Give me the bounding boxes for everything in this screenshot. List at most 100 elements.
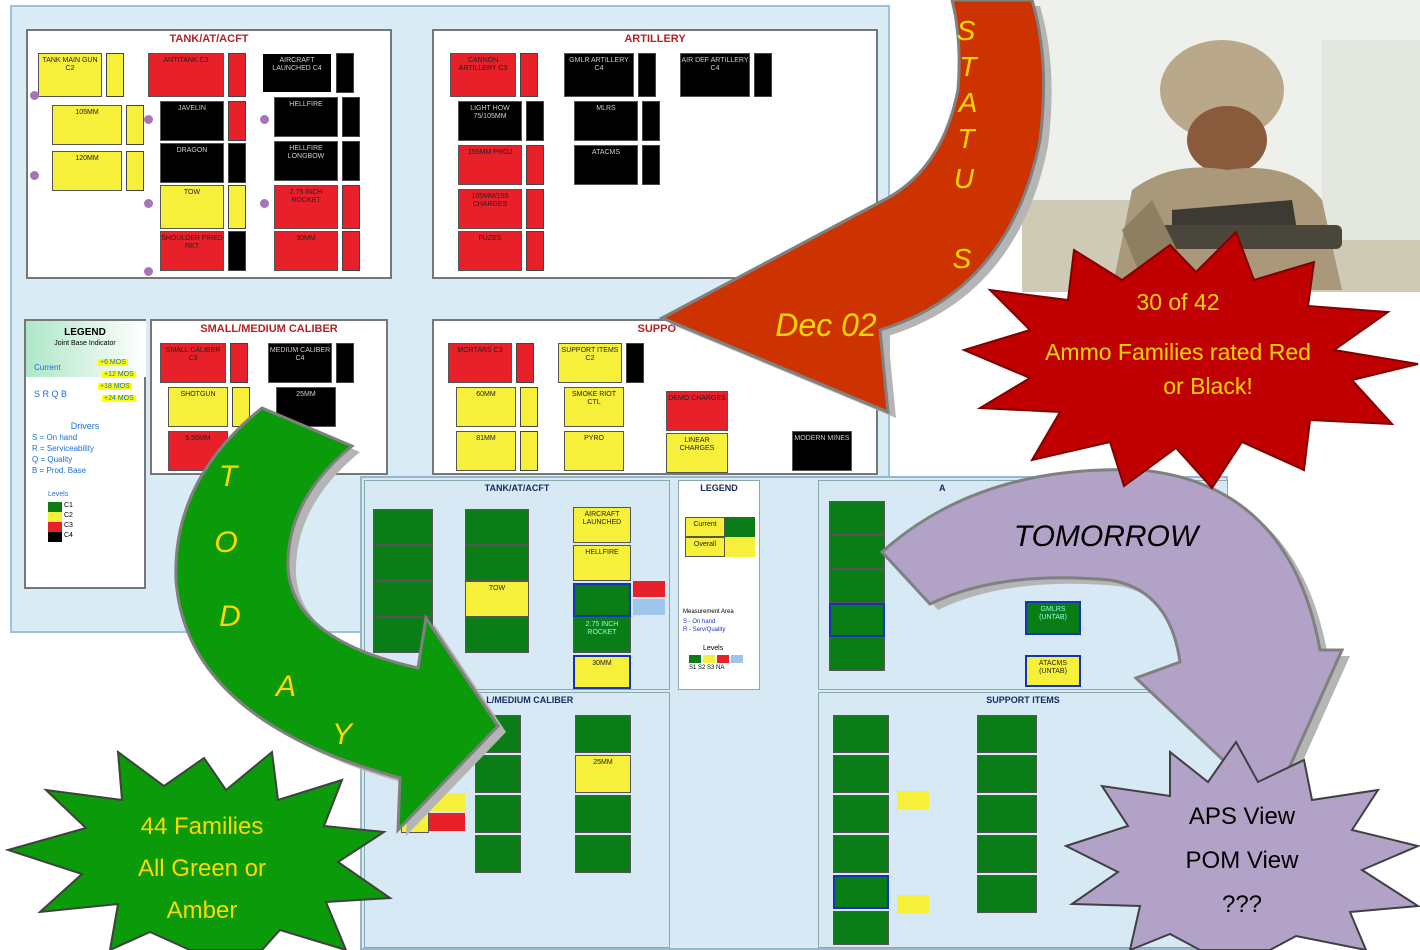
cell-charges: 105MM/155 CHARGES: [458, 189, 522, 229]
connector-dot: [30, 91, 39, 100]
red-burst-line-3: or Black!: [1163, 373, 1252, 399]
mini-indicator: [626, 343, 644, 383]
green-cell: [829, 603, 885, 637]
green-burst-line-1: 44 Families: [141, 813, 264, 840]
green-cell: [829, 501, 885, 535]
today-letter: O: [214, 526, 237, 559]
mini-indicator: [336, 343, 354, 383]
new-legend: LEGEND Current Overall Measurement Area …: [678, 480, 760, 690]
green-cell: [977, 715, 1037, 753]
cell-new-gmlrs: GMLRS (UNTAB): [1025, 601, 1081, 635]
green-cell: [575, 835, 631, 873]
mini-indicator: [126, 151, 144, 191]
mini-indicator: [336, 53, 354, 93]
legend-srqb: S R Q B: [34, 389, 68, 399]
cell-light-how: LIGHT HOW 75/105MM: [458, 101, 522, 141]
today-letter: A: [274, 670, 296, 703]
green-cell: [833, 715, 889, 753]
new-tank-title: TANK/AT/ACFT: [484, 483, 550, 493]
mini-indicator: [106, 53, 124, 97]
legend-s-on-hand: S - On hand: [683, 619, 716, 625]
legend-24mos: +24 MOS: [102, 395, 136, 402]
green-cell: [465, 617, 529, 653]
cell-tow: TOW: [160, 185, 224, 229]
old-small-title: SMALL/MEDIUM CALIBER: [200, 323, 338, 335]
mini-indicator: [228, 143, 246, 183]
mini-indicator: [526, 145, 544, 185]
cell-cannon-artillery: CANNON ARTILLERY C3: [450, 53, 516, 97]
green-cell: [977, 755, 1037, 793]
purple-burst-line-1: APS View: [1189, 803, 1296, 830]
cell-155mm: 155MM PROJ: [458, 145, 522, 185]
green-cell: [575, 795, 631, 833]
cell-mortars: MORTARS C3: [448, 343, 512, 383]
level-swatch: [703, 655, 715, 663]
mini-indicator: [526, 189, 544, 229]
old-tank-title: TANK/AT/ACFT: [169, 33, 249, 45]
cell-small-caliber: SMALL CALIBER C3: [160, 343, 226, 383]
red-burst-line-2: Ammo Families rated Red: [1045, 339, 1311, 365]
connector-dot: [30, 171, 39, 180]
legend-current: Current: [34, 363, 61, 372]
red-burst: [961, 230, 1419, 490]
mini-indicator-pair: [633, 581, 665, 615]
status-date: Dec 02: [775, 307, 877, 343]
legend-drivers: Drivers: [70, 421, 100, 431]
green-cell: [833, 835, 889, 873]
legend-indicator: [725, 517, 755, 537]
legend-r: R = Serviceability: [32, 444, 95, 453]
mini-indicator: [526, 231, 544, 271]
level-c2: C2: [64, 512, 73, 519]
old-tank-quadrant: TANK/AT/ACFT TANK MAIN GUN C2 105MM 120M…: [26, 29, 392, 279]
status-letter: T: [957, 123, 976, 154]
old-support-title: SUPPO: [637, 323, 676, 335]
green-cell: [475, 835, 521, 873]
today-letter: D: [219, 600, 241, 633]
cell-pyro: PYRO: [564, 431, 624, 471]
green-cell: [475, 755, 521, 793]
cell-rocket: 2.75 INCH ROCKET: [274, 185, 338, 229]
cell-support-items: SUPPORT ITEMS C2: [558, 343, 622, 383]
legend-levels: Levels: [48, 491, 69, 498]
legend-b: B = Prod. Base: [32, 466, 87, 475]
connector-dot: [260, 115, 269, 124]
cell-new-aircraft: AIRCRAFT LAUNCHED: [573, 507, 631, 543]
cell-atacms: ATACMS: [574, 145, 638, 185]
cell-dragon: DRAGON: [160, 143, 224, 183]
cell-new-atacms: ATACMS (UNTAB): [1025, 655, 1081, 687]
level-swatch-c4: [48, 532, 62, 542]
cell-hellfire: HELLFIRE: [274, 97, 338, 137]
legend-title: LEGEND: [64, 327, 106, 338]
tomorrow-label: TOMORROW: [1014, 520, 1201, 553]
soldier-photo: [1022, 0, 1420, 292]
cell-new-hellfire: HELLFIRE: [573, 545, 631, 581]
green-cell: [573, 583, 631, 617]
cell-105mm: 105MM: [52, 105, 122, 145]
cell-javelin: JAVELIN: [160, 101, 224, 141]
mini-indicator: [342, 141, 360, 181]
cell-new-tow: TOW: [465, 581, 529, 617]
purple-burst-line-2: POM View: [1186, 847, 1300, 874]
green-cell: [977, 795, 1037, 833]
green-cell: [373, 545, 433, 581]
cell-modern-mines: MODERN MINES: [792, 431, 852, 471]
mini-indicator: [520, 431, 538, 471]
cell-medium-caliber: MEDIUM CALIBER C4: [268, 343, 332, 383]
legend-levels: Levels: [703, 645, 724, 652]
cell-new-25mm: 25MM: [575, 755, 631, 793]
mini-indicator: [342, 97, 360, 137]
legend-current-cell: Current: [685, 517, 725, 537]
purple-burst-line-3: ???: [1222, 891, 1262, 918]
legend-r-quality: R - Serv/Quality: [683, 627, 726, 633]
new-small-title: SMALL/MEDIUM CALIBER: [460, 695, 574, 705]
old-artillery-title: ARTILLERY: [624, 33, 686, 45]
cell-new-rocket: 2.75 INCH ROCKET: [573, 617, 631, 653]
mini-indicator: [897, 791, 929, 809]
tomorrow-arrow-body: [879, 468, 1345, 809]
level-swatch: [717, 655, 729, 663]
old-artillery-quadrant: ARTILLERY CANNON ARTILLERY C3 LIGHT HOW …: [432, 29, 878, 279]
cell-air-defense: AIR DEF ARTILLERY C4: [680, 53, 750, 97]
mini-indicator: [520, 53, 538, 97]
green-cell: [833, 911, 889, 945]
